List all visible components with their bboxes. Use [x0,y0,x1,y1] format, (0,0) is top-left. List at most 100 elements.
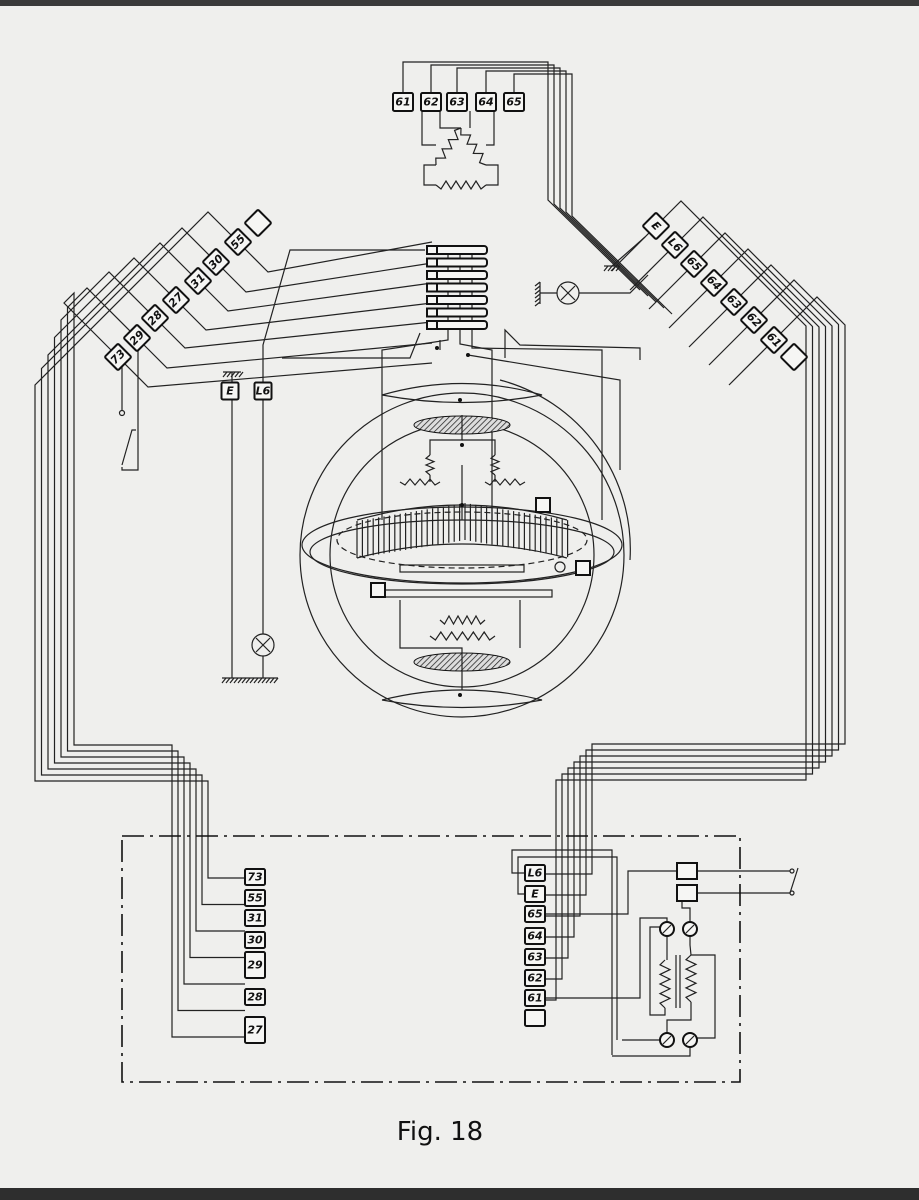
switch-icon [121,429,136,466]
bottom-left-terminal: 27 [244,1016,266,1044]
terminal-label: 73 [247,871,263,884]
terminal-box [253,381,273,401]
bottom-right-terminal: 63 [524,948,546,966]
wire [504,328,641,360]
left-diagonal-terminal: 55 [224,228,252,256]
right-diagonal-terminal: 64 [700,269,728,297]
bottom-left-terminal: 29 [244,951,266,979]
terminal-label: 27 [247,1024,263,1037]
terminal-box [162,286,190,314]
bottom-right-terminal [524,1009,546,1027]
wire [430,64,649,297]
right-diagonal-terminal: 61 [760,326,788,354]
left-diagonal-terminal: 29 [123,324,151,352]
terminal-label: E [531,888,539,901]
wire [691,954,716,1039]
brush-block [370,582,386,598]
terminal-label: 29 [247,959,263,972]
top-terminal: 65 [503,92,525,112]
wire [545,232,820,959]
wire [666,1002,692,1033]
wire [456,67,657,303]
terminal-label: 61 [527,992,542,1005]
terminal-box [244,889,266,907]
resistor-icon [429,630,496,642]
wire [629,244,676,291]
terminal-label: L6 [256,385,271,398]
terminal-box [392,92,414,112]
terminal-box [244,931,266,949]
right-diagonal-terminal: 62 [740,306,768,334]
terminal-box [503,92,525,112]
terminal-label: 64 [527,930,542,943]
terminal-box [184,267,212,295]
right-diagonal-terminal: E [642,212,670,240]
bottom-left-terminal: 31 [244,909,266,927]
wire [136,337,433,369]
page-bottom-border [0,1188,919,1200]
terminal-box [104,343,132,371]
pivot [554,561,566,573]
left-diagonal-terminal: 28 [141,304,169,332]
top-terminal: 62 [420,92,442,112]
wire [688,301,735,348]
terminal-box [680,250,708,278]
ground-icon [534,281,541,307]
top-terminal: 64 [475,92,497,112]
terminal-box [475,92,497,112]
bottom-left-terminal: 28 [244,988,266,1006]
terminal-label: 61 [395,96,410,109]
terminal-box [202,248,230,276]
brush-block [535,497,551,513]
wire [689,936,692,956]
wire [668,282,715,329]
wire [649,926,666,1016]
left-diagonal-terminal: 31 [184,267,212,295]
terminal-box [244,951,266,979]
junction-box-outline [121,835,741,1083]
wire [40,227,245,906]
wire [154,317,433,349]
terminal-label: 64 [478,96,493,109]
lamp-icon [251,633,275,657]
top-terminal: 63 [446,92,468,112]
wire [511,849,613,1055]
wire [53,257,245,959]
figure-caption: Fig. 18 [397,1117,483,1147]
wire [262,249,425,382]
wire [34,211,245,879]
wire [579,274,649,294]
switch-contact [426,307,438,318]
resistor-icon [439,614,486,626]
wire [66,287,245,1012]
wire [517,856,618,1040]
bottom-left-terminal: 73 [244,868,266,886]
right-diagonal-terminal: L6 [661,231,689,259]
wire [545,279,840,896]
terminal-box [244,209,272,237]
bottom-right-terminal: E [524,885,546,903]
lamp-icon [556,281,580,305]
wire [545,216,814,980]
wire [513,73,673,315]
relay-contact-box [676,862,698,880]
terminal-label: 30 [247,934,263,947]
terminal-box [220,381,240,401]
junction-dot [458,398,462,402]
wire [486,164,499,186]
terminal-box [524,989,546,1007]
ground-icon [222,371,244,378]
wire [402,61,641,291]
bottom-left-terminal: 55 [244,889,266,907]
transformer-coil-icon [658,959,672,1009]
junction-dot [460,443,464,447]
components [118,127,799,1048]
wire [467,354,621,470]
coil-strip [371,589,553,598]
wire [439,111,461,129]
junction-dot [458,693,462,697]
terminal-box [524,885,546,903]
wire [545,264,833,917]
terminal-box [420,92,442,112]
left-diagonal-terminal [244,209,272,237]
